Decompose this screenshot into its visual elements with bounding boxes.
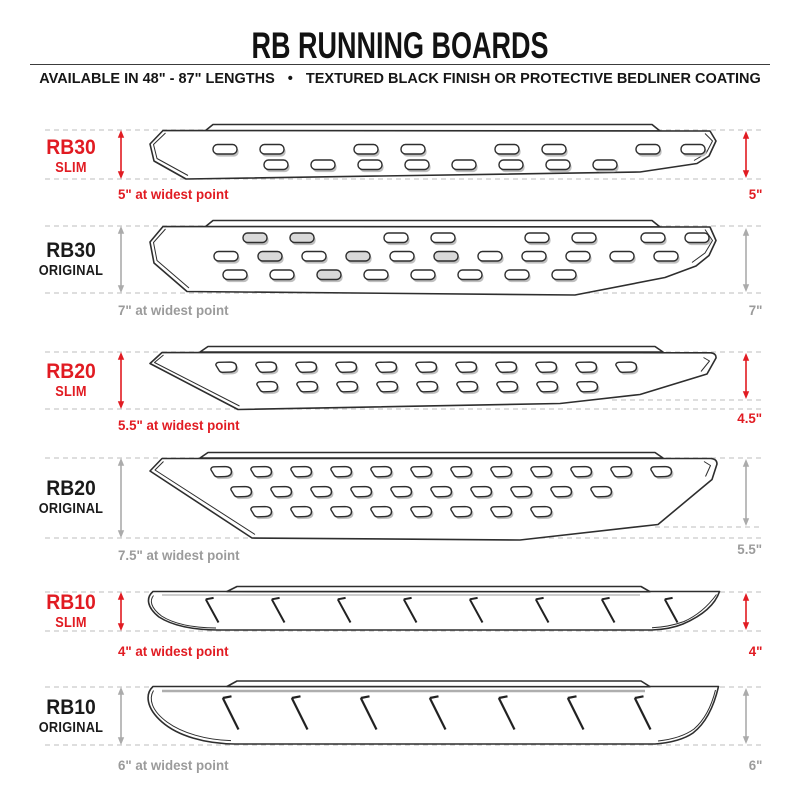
rb10-original-drawing <box>147 680 720 745</box>
variant-name: SLIM <box>55 383 87 400</box>
variant-name: SLIM <box>55 159 87 176</box>
rb20-original-width-arrows <box>117 458 750 538</box>
left-measurement: 7.5" at widest point <box>118 547 240 563</box>
rb10-slim-label: RB10 SLIM <box>0 590 142 631</box>
rb30-slim-drawing <box>149 123 717 180</box>
subtitle-right: TEXTURED BLACK FINISH OR PROTECTIVE BEDL… <box>305 71 761 87</box>
model-name: RB30 <box>46 135 96 159</box>
right-measurement: 6" <box>748 757 762 773</box>
left-measurement: 7" at widest point <box>118 302 229 318</box>
subtitle: AVAILABLE IN 48" - 87" LENGTHS • TEXTURE… <box>0 71 800 87</box>
left-measurement: 4" at widest point <box>118 643 229 659</box>
right-measurement: 4.5" <box>737 410 762 426</box>
rb20-original-label: RB20 ORIGINAL <box>0 476 142 517</box>
rb10-original-width-arrows <box>117 687 750 745</box>
rb30-slim-width-arrows <box>117 130 750 179</box>
model-name: RB20 <box>46 476 96 500</box>
rb10-original-label: RB10 ORIGINAL <box>0 695 142 736</box>
rb30-original-label: RB30 ORIGINAL <box>0 238 142 279</box>
rb20-slim-label: RB20 SLIM <box>0 359 142 400</box>
model-name: RB10 <box>46 590 96 614</box>
right-measurement: 5.5" <box>737 541 762 557</box>
model-name: RB20 <box>46 359 96 383</box>
variant-name: ORIGINAL <box>38 262 104 279</box>
subtitle-left: AVAILABLE IN 48" - 87" LENGTHS <box>39 71 275 87</box>
rb20-slim-width-arrows <box>117 352 750 409</box>
right-measurement: 5" <box>748 186 762 202</box>
rb30-original-drawing <box>149 219 717 296</box>
rb10-slim-drawing <box>147 585 721 631</box>
page-title: RB RUNNING BOARDS <box>251 25 549 66</box>
variant-name: ORIGINAL <box>38 500 104 517</box>
title-divider <box>30 64 770 65</box>
rb20-original-drawing <box>149 451 718 541</box>
right-measurement: 4" <box>748 643 762 659</box>
left-measurement: 5.5" at widest point <box>118 417 240 433</box>
right-measurement: 7" <box>748 302 762 318</box>
model-name: RB10 <box>46 695 96 719</box>
rb10-slim-width-arrows <box>117 592 750 631</box>
variant-name: ORIGINAL <box>38 719 104 736</box>
variant-name: SLIM <box>55 614 87 631</box>
rb20-slim-drawing <box>149 345 717 411</box>
bullet-separator: • <box>287 71 293 87</box>
left-measurement: 5" at widest point <box>118 186 229 202</box>
rb30-slim-label: RB30 SLIM <box>0 135 142 176</box>
left-measurement: 6" at widest point <box>118 757 229 773</box>
rb30-original-width-arrows <box>117 226 750 293</box>
model-name: RB30 <box>46 238 96 262</box>
